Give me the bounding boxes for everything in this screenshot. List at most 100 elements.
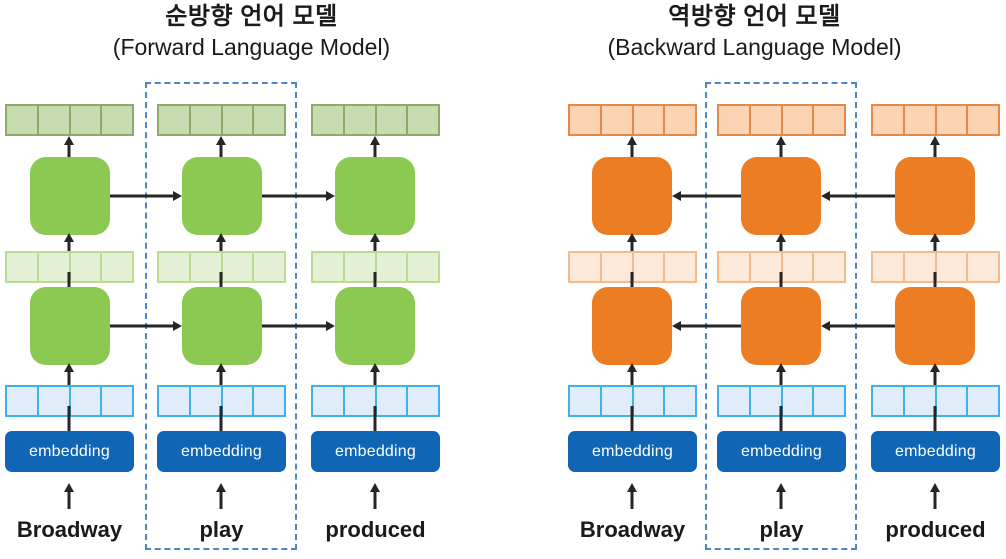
backward-arrow-up-0-mid	[625, 233, 639, 256]
forward-rnn-cell-layer1-2	[335, 287, 415, 365]
forward-language-model-panel: 순방향 언어 모델 (Forward Language Model)	[5, 3, 440, 550]
vector-cell	[408, 253, 438, 281]
vector-cell	[634, 106, 666, 134]
vector-cell	[408, 387, 438, 415]
vector-cell	[751, 387, 783, 415]
backward-rnn-cell-layer1-1	[741, 287, 821, 365]
vector-cell	[159, 253, 191, 281]
backward-embedding-button-0[interactable]: embedding	[568, 431, 697, 472]
vector-cell	[377, 387, 409, 415]
vector-cell	[968, 253, 998, 281]
vector-cell	[570, 106, 602, 134]
forward-word-label-1: play	[199, 517, 244, 542]
backward-recurrent-arrow-layer2-1to0	[672, 190, 741, 202]
vector-cell	[570, 387, 602, 415]
forward-embedding-button-2[interactable]: embedding	[311, 431, 440, 472]
vector-cell	[254, 106, 284, 134]
forward-arrow-up-2-emb	[368, 363, 382, 387]
vector-cell	[783, 106, 815, 134]
backward-arrow-word-to-emb-1	[774, 483, 788, 509]
vector-cell	[102, 387, 132, 415]
backward-rnn-cell-layer2-0	[592, 157, 672, 235]
forward-arrow-up-0-low	[62, 272, 76, 298]
vector-cell	[602, 387, 634, 415]
vector-cell	[719, 253, 751, 281]
backward-output-vector-0	[568, 104, 697, 136]
backward-arrow-word-to-emb-2	[928, 483, 942, 509]
vector-cell	[254, 387, 284, 415]
vector-cell	[71, 106, 103, 134]
backward-arrow-up-1-top	[774, 136, 788, 158]
forward-arrow-up-0-top	[62, 136, 76, 158]
forward-arrow-up-1-low	[214, 272, 228, 298]
forward-arrow-up-0-emb	[62, 363, 76, 387]
vector-cell	[665, 253, 695, 281]
backward-arrow-up-1-mid	[774, 233, 788, 256]
backward-arrow-up-2-mid	[928, 233, 942, 256]
backward-output-vector-1	[717, 104, 846, 136]
forward-output-vector-0	[5, 104, 134, 136]
forward-arrow-emb-to-vec-0	[62, 406, 76, 433]
vector-cell	[905, 387, 937, 415]
backward-embedding-button-1[interactable]: embedding	[717, 431, 846, 472]
backward-word-label-0: Broadway	[579, 517, 686, 542]
backward-arrow-emb-to-vec-1	[774, 406, 788, 433]
forward-arrow-up-2-mid	[368, 233, 382, 256]
backward-highlight-box	[705, 82, 857, 550]
vector-cell	[873, 253, 905, 281]
forward-title-english: (Forward Language Model)	[112, 34, 391, 60]
forward-arrow-up-2-top	[368, 136, 382, 158]
forward-arrow-word-to-emb-2	[368, 483, 382, 509]
backward-arrow-word-to-emb-0	[625, 483, 639, 509]
backward-arrow-up-1-emb	[774, 363, 788, 387]
vector-cell	[313, 106, 345, 134]
vector-cell	[191, 253, 223, 281]
vector-cell	[634, 387, 666, 415]
vector-cell	[968, 387, 998, 415]
backward-arrow-up-2-top	[928, 136, 942, 158]
vector-cell	[39, 253, 71, 281]
vector-cell	[159, 387, 191, 415]
vector-cell	[873, 387, 905, 415]
vector-cell	[570, 253, 602, 281]
vector-cell	[937, 106, 969, 134]
forward-arrow-up-0-mid	[62, 233, 76, 256]
backward-embedding-button-2[interactable]: embedding	[871, 431, 1000, 472]
vector-cell	[783, 387, 815, 415]
vector-cell	[377, 253, 409, 281]
forward-recurrent-arrow-layer2-1to2	[262, 190, 335, 202]
forward-rnn-cell-layer1-1	[182, 287, 262, 365]
vector-cell	[783, 253, 815, 281]
backward-language-model-panel: 역방향 언어 모델 (Backward Language Model)	[503, 0, 1006, 559]
forward-arrow-up-1-top	[214, 136, 228, 158]
backward-arrow-up-0-emb	[625, 363, 639, 387]
vector-cell	[814, 253, 844, 281]
vector-cell	[937, 387, 969, 415]
forward-recurrent-arrow-layer1-0to1	[110, 320, 182, 332]
vector-cell	[313, 253, 345, 281]
backward-arrow-up-2-low	[928, 272, 942, 298]
vector-cell	[71, 253, 103, 281]
vector-cell	[223, 106, 255, 134]
vector-cell	[602, 253, 634, 281]
backward-arrow-up-1-low	[774, 272, 788, 298]
forward-embedding-button-1[interactable]: embedding	[157, 431, 286, 472]
backward-arrow-up-0-low	[625, 272, 639, 298]
vector-cell	[905, 106, 937, 134]
vector-cell	[191, 106, 223, 134]
forward-output-vector-2	[311, 104, 440, 136]
vector-cell	[377, 106, 409, 134]
forward-embedding-button-0[interactable]: embedding	[5, 431, 134, 472]
backward-arrow-emb-to-vec-0	[625, 406, 639, 433]
backward-arrow-emb-to-vec-2	[928, 406, 942, 433]
vector-cell	[814, 387, 844, 415]
vector-cell	[814, 106, 844, 134]
vector-cell	[345, 253, 377, 281]
backward-recurrent-arrow-layer2-2to1	[821, 190, 895, 202]
forward-rnn-cell-layer2-0	[30, 157, 110, 235]
backward-title-block: 역방향 언어 모델 (Backward Language Model)	[503, 2, 1006, 62]
vector-cell	[7, 106, 39, 134]
forward-arrow-emb-to-vec-1	[214, 406, 228, 433]
forward-recurrent-arrow-layer2-0to1	[110, 190, 182, 202]
forward-recurrent-arrow-layer1-1to2	[262, 320, 335, 332]
